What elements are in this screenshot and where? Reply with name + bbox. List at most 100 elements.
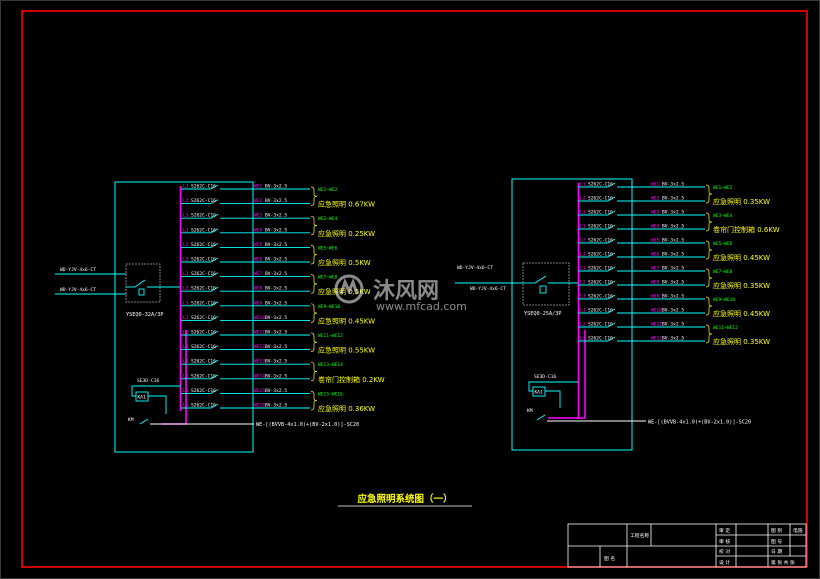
load-circuits: WE1~WE2 — [713, 185, 733, 191]
load-circuits: WE9~WE10 — [713, 297, 735, 303]
breaker-contact-icon — [210, 228, 219, 234]
circuit-label: WE3 — [254, 213, 263, 219]
circuit-label: WE3 — [651, 210, 660, 216]
breaker-contact-icon — [210, 403, 219, 409]
cable-label: BV-3x2.5 — [265, 213, 287, 219]
control-wire — [148, 395, 167, 414]
breaker-label: S262C-C16 — [191, 242, 216, 248]
load-name: 应急照明 0.45KW — [713, 309, 770, 318]
watermark-url: www.mfcad.com — [376, 300, 467, 313]
phase-label: L1 — [183, 359, 189, 365]
circuit-label: WE6 — [651, 252, 660, 258]
breaker-label: S262C-C16 — [588, 182, 613, 188]
breaker-label: S262C-C16 — [191, 388, 216, 394]
circuit-label: WE1 — [651, 182, 660, 188]
incoming-cable-label: WD-YJV-4x6-CT — [60, 267, 96, 273]
left-distribution-panel: WD-YJV-4x6-CT WD-YJV-4x6-CT YSEQ0-32A/3P… — [55, 181, 385, 453]
phase-label: L2 — [183, 198, 189, 204]
cable-label: BV-3x2.5 — [265, 373, 287, 379]
cable-label: BV-3x2.5 — [265, 330, 287, 336]
phase-label: L3 — [183, 344, 189, 350]
breaker-contact-icon — [607, 294, 616, 300]
load-brace — [310, 303, 318, 323]
load-name: 应急照明 0.5KW — [318, 258, 371, 267]
load-brace — [310, 391, 318, 411]
cable-label: BV-3x2.5 — [265, 242, 287, 248]
cable-label: BV-3x2.5 — [662, 336, 684, 342]
title-block-discipline: 电施 — [793, 527, 803, 534]
breaker-label: S262C-C16 — [191, 315, 216, 321]
circuit-label: WE11 — [651, 322, 662, 328]
title-block-role: 设 计 — [719, 559, 730, 566]
circuit-label: WE2 — [651, 196, 660, 202]
cable-label: BV-3x2.5 — [662, 294, 684, 300]
watermark: 沐风网 www.mfcad.com — [334, 274, 467, 313]
contactor-contact-icon — [139, 418, 149, 425]
breaker-contact-icon — [210, 243, 219, 248]
breaker-label: S262C-C16 — [588, 252, 613, 258]
breaker-label: S262C-C16 — [588, 210, 613, 216]
load-name: 应急照明 0.35KW — [713, 197, 770, 206]
breaker-label: S262C-C16 — [588, 224, 613, 230]
cable-label: BV-3x2.5 — [265, 359, 287, 365]
load-brace — [310, 274, 318, 294]
cable-label: BV-3x2.5 — [265, 227, 287, 233]
load-circuits: WE7~WE8 — [713, 269, 733, 275]
phase-label: L2 — [580, 322, 586, 328]
cable-label: BV-3x2.5 — [265, 315, 287, 321]
load-circuits: WE3~WE4 — [713, 213, 733, 219]
control-breaker-label: SE3D-C16 — [137, 378, 159, 384]
phase-label: L3 — [183, 300, 189, 306]
load-group: WE9~WE10 应急照明 0.45KW — [705, 296, 770, 318]
breaker-contact-icon — [210, 301, 219, 307]
breaker-label: S262C-C16 — [191, 286, 216, 292]
relay-coil-icon — [532, 386, 546, 397]
circuit-label: WE7 — [651, 266, 660, 272]
cable-label: BV-3x2.5 — [265, 286, 287, 292]
phase-label: L3 — [580, 336, 586, 342]
circuit-label: WE5 — [254, 242, 263, 248]
load-circuits: WE15~WE16 — [318, 391, 343, 397]
main-switch-box — [522, 262, 570, 306]
load-brace — [705, 240, 713, 260]
load-circuits: WE7~WE8 — [318, 275, 338, 281]
breaker-contact-icon — [210, 272, 219, 277]
breaker-label: S262C-C16 — [191, 227, 216, 233]
circuit-label: WE16 — [254, 403, 265, 409]
left-panel-enclosure — [114, 181, 254, 453]
breaker-contact-icon — [210, 374, 219, 380]
circuit-label: WE2 — [254, 198, 263, 204]
breaker-label: S262C-C16 — [588, 196, 613, 202]
relay-label: KA1 — [138, 395, 147, 401]
cable-label: BV-3x2.5 — [662, 238, 684, 244]
cable-label: BV-3x2.5 — [265, 344, 287, 350]
breaker-label: S262C-C16 — [191, 213, 216, 219]
load-circuits: WE1~WE2 — [318, 187, 338, 193]
breaker-label: S262C-C16 — [191, 271, 216, 277]
breaker-contact-icon — [607, 266, 616, 272]
breaker-label: S262C-C16 — [191, 359, 216, 365]
breaker-contact-icon — [607, 252, 616, 258]
phase-label: L2 — [183, 242, 189, 248]
breaker-contact-icon — [210, 257, 219, 263]
outgoing-cable-label: WE-[(BVVB-4x1.0)+(BV-2x1.0)]-SC20 — [648, 420, 751, 426]
control-wire — [528, 381, 578, 392]
cable-label: BV-3x2.5 — [265, 198, 287, 204]
phase-label: L1 — [183, 403, 189, 409]
load-brace — [310, 245, 318, 265]
